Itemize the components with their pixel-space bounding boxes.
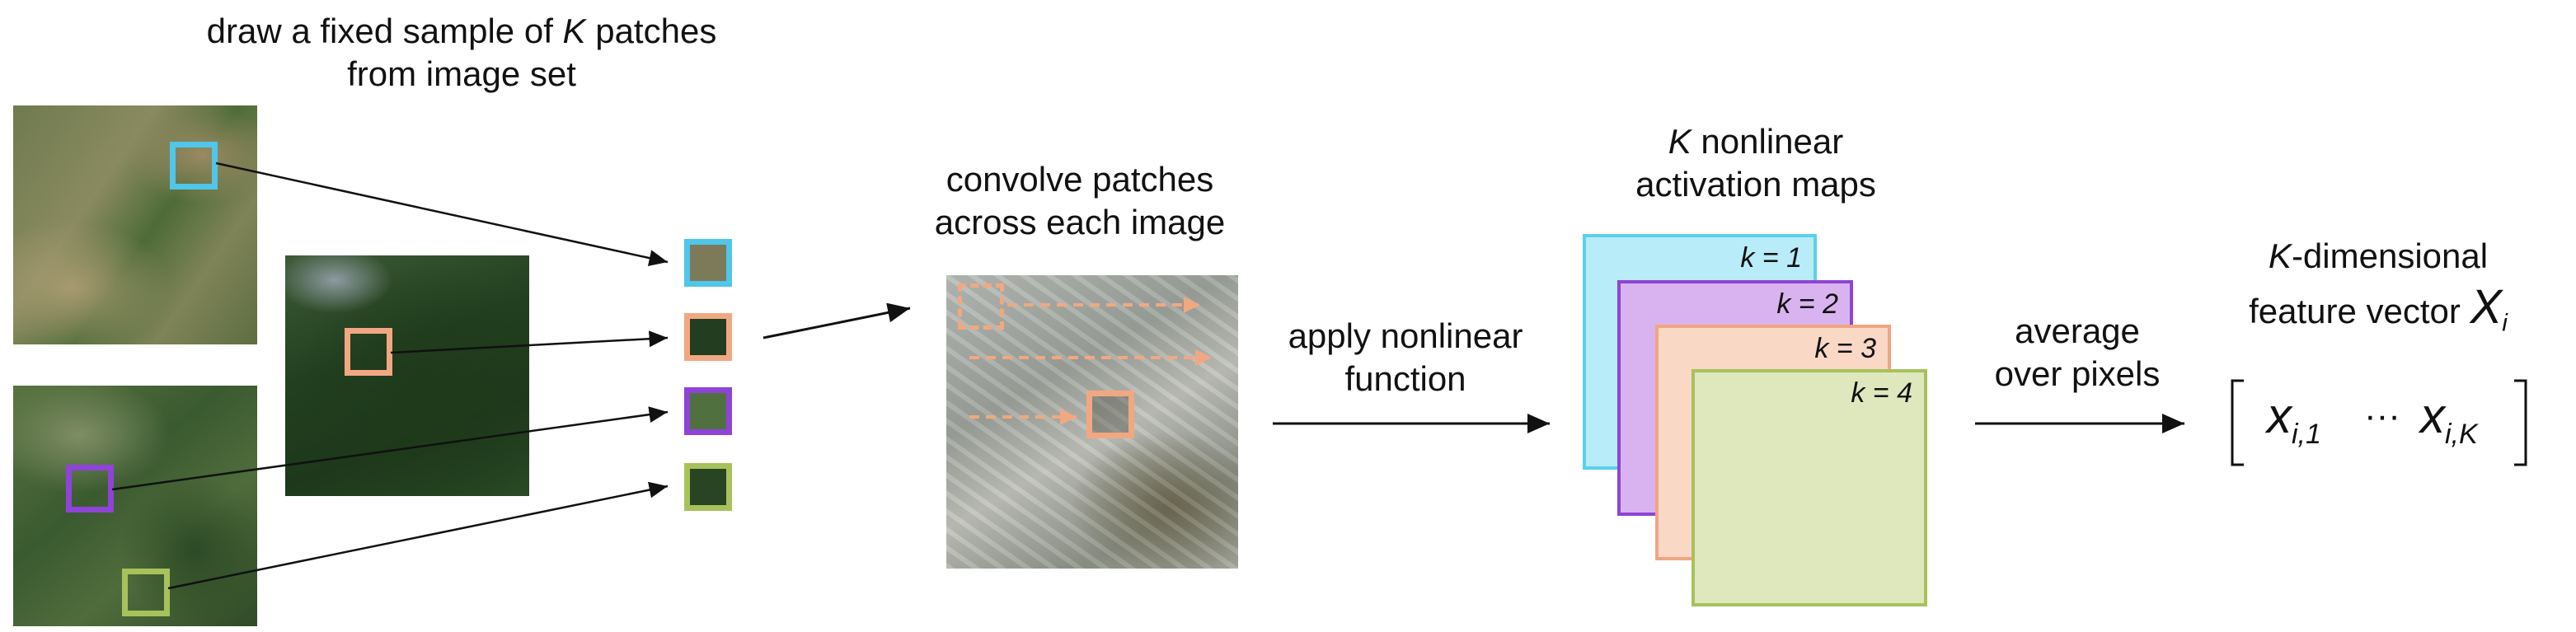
sample-label-line2: from image set — [347, 54, 576, 93]
activation-map-3-label: k = 3 — [1814, 333, 1876, 364]
apply-label-line1: apply nonlinear — [1288, 316, 1523, 355]
patch-green-source — [122, 569, 170, 616]
activation-map-4-label: k = 4 — [1851, 377, 1912, 409]
vector-first-element: xi,1 — [2267, 387, 2321, 451]
vector-bracket-left — [2231, 379, 2244, 466]
feature-label-var: X — [2470, 280, 2503, 334]
activation-map-2-label: k = 2 — [1776, 288, 1838, 320]
conv-window-current — [1086, 391, 1134, 438]
feature-label-k: K — [2268, 236, 2292, 275]
feature-label-line2: feature vector — [2249, 292, 2470, 330]
feature-label-post: -dimensional — [2291, 236, 2489, 275]
apply-step-label: apply nonlinear function — [1253, 315, 1558, 400]
convolve-label-line1: convolve patches — [945, 160, 1214, 199]
vector-ellipsis: ··· — [2364, 396, 2400, 436]
arrow-peach-to-sample — [390, 330, 669, 354]
patch-peach-source — [345, 328, 392, 376]
feature-vector: xi,1 ··· xi,K — [2259, 387, 2506, 470]
arrow-samples-to-convolve — [762, 302, 911, 339]
conv-window-dashed — [958, 283, 1004, 330]
satellite-image-urban — [946, 275, 1238, 569]
satellite-image-2 — [285, 255, 529, 496]
feature-label-sub: i — [2502, 309, 2508, 337]
vector-first-var: x — [2267, 388, 2292, 443]
feature-step-label: K-dimensional feature vector Xi — [2184, 231, 2572, 349]
vector-last-sub: i,K — [2445, 419, 2478, 450]
vector-last-element: xi,K — [2420, 387, 2478, 451]
maps-label-k: K — [1668, 122, 1692, 161]
arrow-cyan-to-sample — [215, 162, 669, 266]
average-label-line2: over pixels — [1994, 354, 2161, 393]
maps-label-line2: activation maps — [1635, 165, 1876, 204]
patch-sample-cyan — [684, 239, 732, 287]
patch-purple-source — [66, 465, 114, 513]
satellite-image-3 — [13, 386, 257, 626]
vector-bracket-right — [2514, 379, 2527, 466]
patch-sample-green — [684, 463, 732, 511]
arrow-green-to-sample — [167, 481, 669, 590]
convolve-label-line2: across each image — [934, 203, 1226, 241]
convolve-step-label: convolve patches across each image — [890, 158, 1269, 244]
average-label-line1: average — [2015, 311, 2140, 350]
sample-label-k: K — [562, 12, 586, 50]
maps-label-post: nonlinear — [1691, 122, 1844, 161]
maps-step-label: K nonlinear activation maps — [1583, 120, 1929, 206]
vector-last-var: x — [2420, 388, 2445, 443]
patch-sample-purple — [684, 387, 732, 435]
sample-label-post: patches — [585, 12, 717, 50]
vector-first-sub: i,1 — [2292, 419, 2321, 450]
sample-step-label: draw a fixed sample of K patches from im… — [115, 10, 808, 96]
apply-label-line2: function — [1344, 359, 1466, 398]
average-step-label: average over pixels — [1970, 310, 2184, 396]
arrow-purple-to-sample — [111, 406, 669, 491]
activation-map-4: k = 4 — [1692, 369, 1927, 606]
patch-cyan-source — [170, 142, 218, 190]
activation-map-1-label: k = 1 — [1740, 242, 1802, 274]
sample-label-pre: draw a fixed sample of — [206, 12, 563, 50]
patch-sample-peach — [684, 313, 732, 361]
